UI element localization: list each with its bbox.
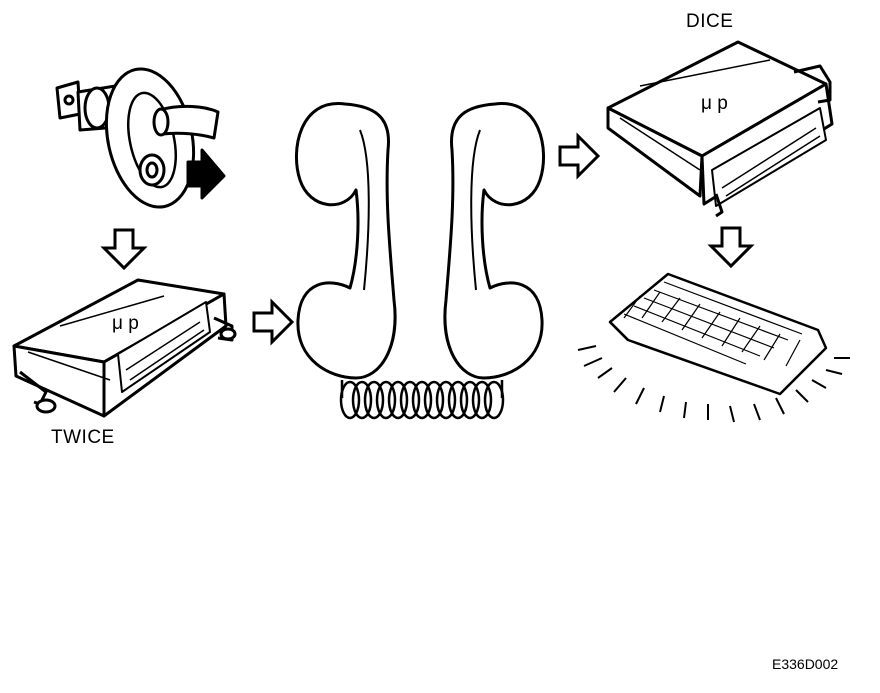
- control-module-twice-icon: [12, 278, 237, 418]
- microprocessor-label-twice: μ p: [112, 313, 139, 334]
- dice-label: DICE: [686, 11, 734, 32]
- twice-label: TWICE: [51, 427, 115, 448]
- microprocessor-label-dice: μ p: [701, 93, 728, 114]
- control-module-dice-icon: [606, 40, 834, 218]
- arrow-down-icon: [709, 226, 753, 268]
- figure-code: E336D002: [772, 656, 839, 672]
- arrow-down-icon: [102, 228, 146, 270]
- courtesy-light-icon: [577, 272, 850, 423]
- arrow-right-icon: [558, 134, 600, 178]
- coiled-cord-icon: [339, 380, 505, 420]
- telephone-handset-right-icon: [443, 102, 546, 380]
- arrow-right-icon: [252, 300, 294, 344]
- door-switch-icon: [55, 67, 226, 209]
- telephone-handset-left-icon: [294, 102, 397, 380]
